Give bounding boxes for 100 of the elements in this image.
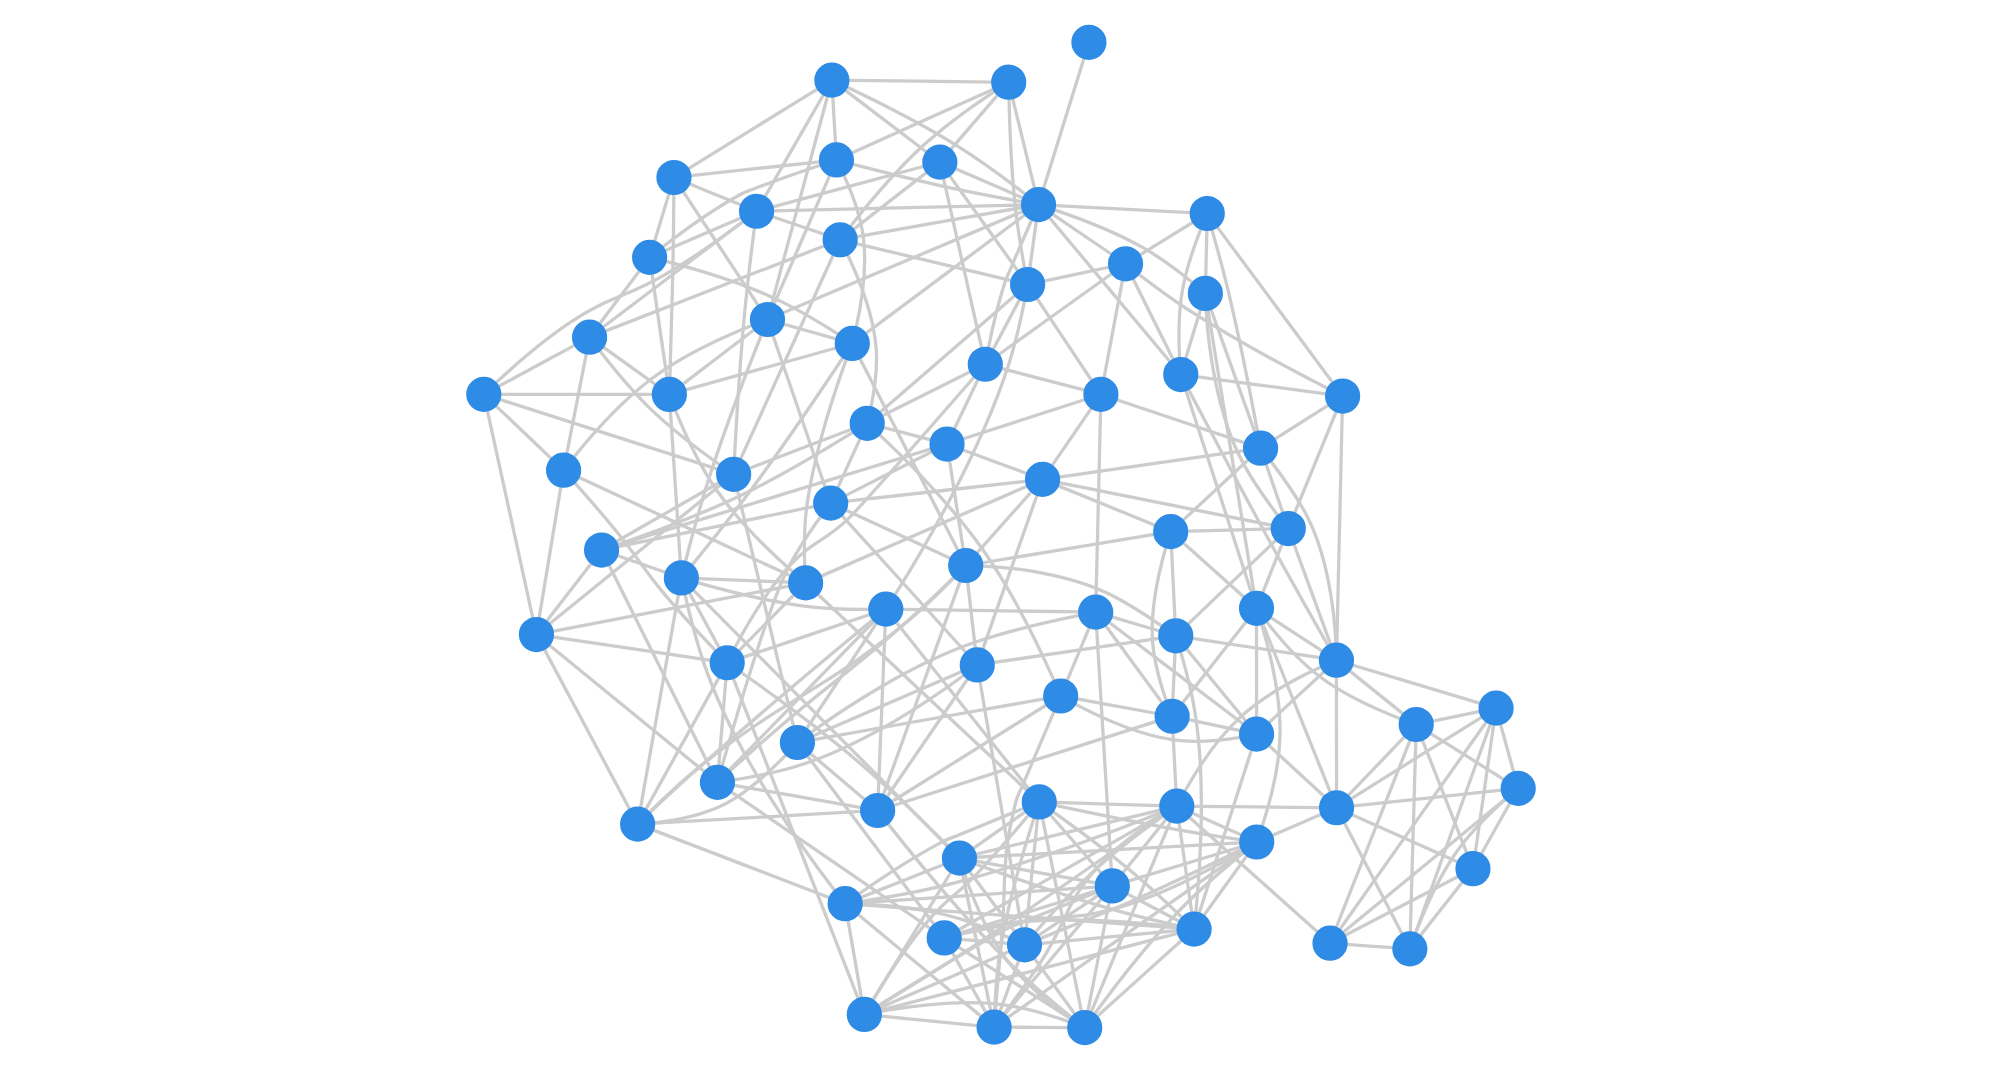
node-circle — [813, 62, 849, 98]
connector — [1342, 822, 1403, 935]
node-circle — [1157, 618, 1193, 654]
node-circle — [928, 426, 964, 462]
connector — [1192, 804, 1320, 810]
connector — [601, 345, 656, 386]
connector — [1345, 942, 1393, 950]
connector — [1350, 813, 1457, 864]
connector — [664, 259, 838, 336]
connector — [1349, 715, 1482, 800]
node-circle — [787, 565, 823, 601]
connector — [647, 576, 954, 814]
connector — [695, 581, 869, 612]
node-circle — [947, 547, 983, 584]
connector — [739, 670, 948, 848]
connector — [847, 78, 992, 84]
connector — [877, 814, 1164, 1008]
connector — [1417, 880, 1463, 937]
connector — [1006, 850, 1244, 1019]
connector — [1176, 822, 1193, 913]
connector — [1333, 739, 1411, 929]
connector — [1093, 411, 1102, 596]
connector — [547, 643, 705, 774]
connector — [1092, 851, 1244, 1016]
connector — [981, 532, 1154, 565]
connector — [1203, 310, 1279, 517]
connector — [1088, 820, 1171, 1014]
connector — [614, 481, 719, 543]
connector — [1178, 651, 1202, 913]
connector — [973, 862, 1178, 928]
connector — [892, 300, 1026, 596]
connector — [572, 481, 716, 652]
connector — [1337, 720, 1487, 931]
connector — [643, 676, 720, 810]
node-circle — [1237, 590, 1274, 626]
connector — [1085, 901, 1110, 1011]
connector — [845, 85, 1025, 196]
connector — [544, 563, 592, 623]
connector — [879, 1001, 1069, 1024]
connector — [990, 298, 1021, 351]
connector — [807, 751, 865, 801]
connector — [859, 862, 944, 899]
connector — [616, 504, 814, 549]
connector — [606, 564, 711, 768]
connector — [1187, 816, 1318, 933]
connector — [1040, 929, 1177, 945]
connector — [880, 370, 970, 418]
connector — [1054, 203, 1190, 215]
connector — [1205, 310, 1255, 593]
connector — [1176, 228, 1202, 358]
connector — [885, 677, 969, 797]
node-circle — [465, 376, 501, 412]
connector — [653, 753, 786, 825]
connector — [901, 607, 1078, 614]
connector — [1027, 221, 1037, 268]
connector — [960, 448, 1027, 476]
connector — [870, 814, 1029, 1001]
connector — [734, 490, 794, 727]
connector — [809, 613, 1079, 734]
connector — [885, 822, 1072, 1019]
connector — [857, 357, 959, 552]
node-circle — [848, 405, 884, 441]
connector — [686, 87, 818, 170]
connector — [894, 621, 1029, 790]
connector — [603, 244, 825, 333]
node-circle — [990, 64, 1026, 100]
connector — [1260, 623, 1331, 793]
node-circle — [958, 647, 994, 683]
connector — [616, 430, 853, 547]
connector — [975, 841, 1240, 859]
connector — [960, 937, 1007, 946]
connector — [947, 460, 964, 549]
connector — [1186, 388, 1329, 647]
node-circle — [826, 886, 862, 922]
connector — [1039, 817, 1082, 1012]
connector — [738, 254, 834, 460]
connector — [1130, 278, 1174, 360]
connector — [948, 94, 998, 151]
connector — [1110, 615, 1160, 633]
connector — [782, 322, 836, 341]
connector — [1196, 375, 1326, 396]
node-circle — [737, 193, 774, 229]
connector — [1182, 665, 1321, 793]
node-circle — [655, 159, 691, 196]
node-circle — [748, 301, 785, 338]
node-circle — [1391, 931, 1427, 967]
connector — [1053, 803, 1240, 842]
connector — [736, 594, 794, 653]
node-circle — [1020, 784, 1056, 820]
node-circle — [1162, 356, 1198, 393]
connector — [877, 433, 1055, 682]
connector — [877, 890, 1097, 1007]
connector — [577, 475, 791, 578]
connector — [1057, 481, 1272, 527]
node-circle — [817, 142, 854, 178]
connector — [496, 343, 575, 388]
connector — [1047, 216, 1171, 363]
connector — [770, 334, 826, 488]
connector — [1260, 543, 1283, 594]
connector — [649, 274, 668, 378]
